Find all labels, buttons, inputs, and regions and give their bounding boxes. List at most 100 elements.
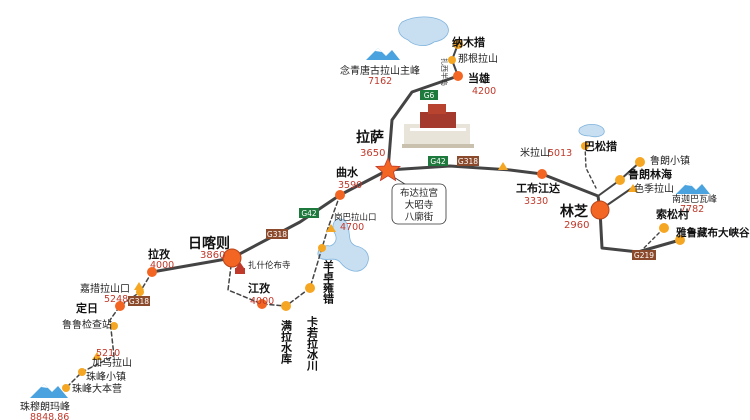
temple-icon — [235, 262, 245, 274]
basong-marker — [581, 142, 589, 150]
callout-line-2: 大昭寺 — [405, 199, 434, 211]
main-route-west — [150, 168, 390, 274]
badge-g42-b: G42 — [299, 208, 319, 218]
namcha-name: 南迦巴瓦峰 — [672, 193, 717, 205]
basong-name: 巴松措 — [584, 139, 617, 153]
svg-text:G318: G318 — [267, 230, 287, 239]
gawula-alt: 5210 — [96, 348, 120, 359]
potala-palace-icon — [402, 104, 474, 148]
lulang-town-marker — [635, 157, 645, 167]
qushui-alt: 3590 — [338, 180, 362, 191]
yamdrok-name: 羊卓雍错 — [322, 259, 335, 305]
svg-text:G6: G6 — [424, 91, 435, 100]
milha-pass-icon — [498, 162, 508, 170]
karuola-name: 卡若拉冰川 — [306, 315, 320, 371]
gyantse-name: 江孜 — [248, 281, 271, 295]
nyenchen-name: 念青唐古拉山主峰 — [340, 64, 420, 77]
tingri-name: 定日 — [76, 301, 98, 315]
lhatse-marker — [147, 267, 157, 277]
namtso-marker — [453, 39, 463, 49]
base-camp-name: 珠峰大本营 — [72, 382, 122, 395]
basong-branch — [584, 145, 597, 189]
damxung-marker — [453, 71, 463, 81]
tingri-marker — [115, 301, 125, 311]
lhasa-landmarks-callout: 布达拉宫 大昭寺 八廓街 — [391, 175, 447, 225]
gambala-alt: 4700 — [340, 222, 364, 233]
yamdrok-marker — [318, 244, 326, 252]
svg-text:G219: G219 — [634, 251, 654, 260]
main-route-south-east — [598, 208, 682, 254]
yamdrok-lake — [317, 218, 369, 272]
namtso-name: 纳木措 — [452, 35, 485, 49]
badge-g42-a: G42 — [428, 156, 448, 166]
callout-line-1: 布达拉宫 — [400, 187, 438, 199]
badge-g6: G6 — [420, 90, 438, 100]
base-camp-marker — [62, 384, 70, 392]
nyenchen-alt: 7162 — [368, 76, 392, 87]
lulang-forest-marker — [615, 175, 625, 185]
badge-g219: G219 — [632, 250, 656, 260]
nyenchen-mountain-icon — [366, 48, 400, 60]
nyingchi-alt: 2960 — [564, 220, 589, 231]
gyantse-alt: 4000 — [250, 296, 274, 307]
lhatse-name: 拉孜 — [148, 247, 171, 261]
everest-alt: 8848.86 — [30, 412, 69, 420]
lhasa-star-marker — [374, 157, 402, 182]
gongbo-name: 工布江达 — [516, 181, 560, 195]
gambala-pass-icon — [326, 224, 336, 232]
qushui-name: 曲水 — [336, 165, 359, 179]
milha-name: 米拉山 — [520, 146, 550, 159]
water-bodies — [317, 16, 605, 272]
everest-town-marker — [78, 368, 86, 376]
jiacuola-name: 嘉措拉山口 — [80, 282, 130, 295]
gawula-name: 加乌拉山 — [92, 356, 132, 369]
city-markers — [222, 157, 610, 268]
everest-town-name: 珠峰小镇 — [86, 370, 126, 383]
yarlung-name: 雅鲁藏布大峡谷 — [676, 226, 750, 239]
poi-markers — [62, 39, 685, 392]
sejila-pass-icon — [628, 184, 638, 192]
lhasa-name: 拉萨 — [356, 129, 384, 146]
basong-lake — [578, 124, 605, 138]
badge-g318-b: G318 — [266, 229, 288, 239]
manla-marker — [281, 301, 291, 311]
nagenla-marker — [448, 56, 456, 64]
pass-markers — [92, 162, 638, 360]
gyantse-marker — [257, 299, 267, 309]
everest-mountain-icon — [30, 384, 68, 398]
sejila-name: 色季拉山 — [634, 182, 674, 195]
svg-text:G318: G318 — [129, 297, 149, 306]
badge-g318-c: G318 — [128, 296, 150, 306]
lulang-town-name: 鲁朗小镇 — [650, 154, 690, 167]
badge-g318-a: G318 — [457, 156, 479, 166]
karuola-marker — [305, 283, 315, 293]
callout-line-3: 八廓街 — [405, 211, 434, 223]
jiacuola-pass-icon — [134, 282, 144, 290]
lulang-forest-name: 鲁朗林海 — [628, 167, 672, 181]
yarlung-marker — [675, 235, 685, 245]
damxung-alt: 4200 — [472, 86, 496, 97]
lhasa-alt: 3650 — [360, 148, 385, 159]
shigatse-name: 日喀则 — [188, 235, 230, 252]
lhatse-alt: 4000 — [150, 260, 174, 271]
nagenla-name: 那根拉山 — [458, 52, 498, 65]
svg-text:G42: G42 — [301, 209, 317, 218]
milha-alt: 5013 — [548, 148, 572, 159]
namcha-alt: 7782 — [680, 204, 704, 215]
mountains — [30, 48, 710, 398]
damxung-name: 当雄 — [468, 71, 490, 85]
shigatse-marker — [222, 248, 242, 268]
gongbo-marker — [537, 169, 547, 179]
namcha-mountain-icon — [676, 182, 710, 194]
gambala-name: 岗巴拉山口 — [334, 212, 377, 223]
checkpoint-name: 鲁鲁检查站 — [62, 318, 112, 331]
manla-name: 满拉水库 — [280, 319, 293, 365]
tashilhunpo-name: 扎什伦布寺 — [248, 260, 291, 271]
jiacuola-alt: 5248 — [104, 294, 128, 305]
road-badges: G6 G42 G318 G42 G318 G318 G219 — [128, 90, 656, 306]
nyingchi-name: 林芝 — [560, 203, 588, 220]
main-route-east — [386, 164, 602, 212]
qushui-marker — [335, 190, 345, 200]
